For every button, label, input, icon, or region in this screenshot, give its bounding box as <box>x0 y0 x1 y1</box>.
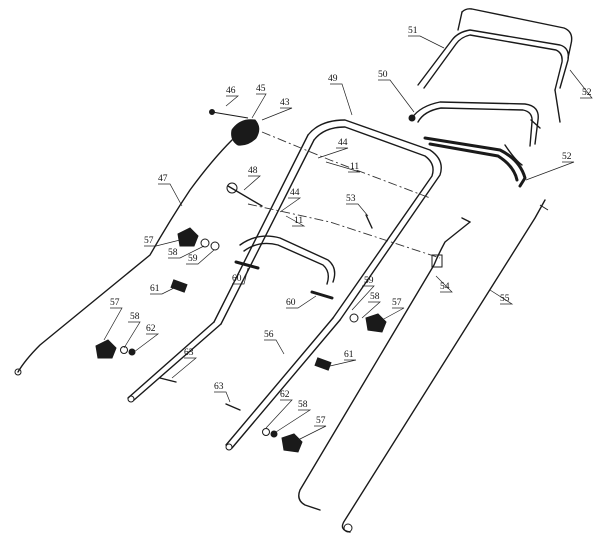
svg-text:53: 53 <box>346 194 356 204</box>
callout-52-upper: 52 <box>569 69 593 99</box>
callout-60-left: 60 <box>232 267 249 285</box>
callout-44-upper: 44 <box>317 138 349 159</box>
callout-61-right: 61 <box>329 350 357 367</box>
svg-text:45: 45 <box>256 84 266 94</box>
callout-59-right: 59 <box>351 276 375 311</box>
callout-50: 50 <box>378 70 415 113</box>
svg-text:55: 55 <box>500 294 510 304</box>
svg-text:54: 54 <box>440 282 450 292</box>
svg-text:61: 61 <box>344 350 354 360</box>
part-63-screw-left <box>159 377 177 383</box>
svg-text:59: 59 <box>188 254 198 264</box>
svg-text:62: 62 <box>146 324 156 334</box>
part-55-cable <box>341 199 549 533</box>
alignment-line-upper <box>261 131 431 199</box>
part-57-knob-right-upper <box>349 313 387 333</box>
part-57-knob-left-upper <box>177 227 220 251</box>
svg-text:58: 58 <box>168 248 178 258</box>
part-61-clip-right <box>314 357 332 371</box>
callout-62-left: 62 <box>133 324 160 353</box>
svg-text:63: 63 <box>214 382 224 392</box>
part-50-bail-bar <box>408 101 539 166</box>
callout-57-right-upper: 57 <box>381 298 405 321</box>
part-54-cable <box>298 217 471 511</box>
callout-46: 46 <box>225 86 239 107</box>
svg-text:49: 49 <box>328 74 338 84</box>
svg-text:58: 58 <box>370 292 380 302</box>
callout-55: 55 <box>489 289 514 305</box>
svg-text:62: 62 <box>280 390 290 400</box>
svg-text:56: 56 <box>264 330 274 340</box>
callout-58-left-upper: 58 <box>168 245 205 259</box>
part-57-knob-right-lower <box>262 428 303 453</box>
callout-58-right-lower: 58 <box>275 400 312 433</box>
callout-61-left: 61 <box>150 284 175 295</box>
svg-text:57: 57 <box>110 298 120 308</box>
callout-51: 51 <box>408 26 445 49</box>
part-47-cable <box>14 139 233 376</box>
callout-49: 49 <box>328 74 353 116</box>
callout-63-right: 63 <box>214 382 231 403</box>
svg-text:63: 63 <box>184 348 194 358</box>
callout-52-lower: 52 <box>525 152 575 181</box>
callout-43: 43 <box>261 98 293 121</box>
callout-57-right-lower: 57 <box>297 416 327 441</box>
part-60-bolt-left <box>234 260 260 270</box>
svg-text:11: 11 <box>350 162 359 172</box>
callout-54: 54 <box>435 275 453 293</box>
svg-text:52: 52 <box>582 88 592 98</box>
callout-57-left-lower: 57 <box>103 298 123 341</box>
svg-text:57: 57 <box>392 298 402 308</box>
svg-text:60: 60 <box>232 274 242 284</box>
svg-text:57: 57 <box>144 236 154 246</box>
svg-text:44: 44 <box>338 138 348 148</box>
part-53-bolt <box>365 214 373 229</box>
svg-text:48: 48 <box>248 166 258 176</box>
part-61-clip-left <box>170 279 188 293</box>
svg-text:57: 57 <box>316 416 326 426</box>
callout-48: 48 <box>243 166 261 191</box>
svg-text:47: 47 <box>158 174 168 184</box>
part-51-top-handle <box>417 8 573 129</box>
svg-text:11: 11 <box>294 216 303 226</box>
svg-text:59: 59 <box>364 276 374 286</box>
alignment-line-middle <box>247 203 441 259</box>
svg-text:44: 44 <box>290 188 300 198</box>
callout-63-left: 63 <box>171 348 197 379</box>
callout-58-right-upper: 58 <box>361 292 381 319</box>
svg-text:61: 61 <box>150 284 160 294</box>
callout-53: 53 <box>346 194 369 217</box>
callout-62-right: 62 <box>265 390 293 429</box>
svg-text:52: 52 <box>562 152 572 162</box>
callout-45: 45 <box>251 84 267 119</box>
svg-text:51: 51 <box>408 26 418 36</box>
callout-60-right: 60 <box>286 295 317 309</box>
callout-58-left-lower: 58 <box>123 312 141 349</box>
callout-59-left: 59 <box>186 249 215 265</box>
callout-47: 47 <box>158 174 183 207</box>
callout-11-upper: 11 <box>325 161 361 173</box>
part-45-throttle-control <box>209 109 260 146</box>
svg-text:46: 46 <box>226 86 236 96</box>
callout-44-lower: 44 <box>279 188 302 213</box>
svg-text:58: 58 <box>130 312 140 322</box>
callout-11-lower: 11 <box>285 215 306 227</box>
part-56-lower-handle <box>127 317 341 451</box>
svg-text:60: 60 <box>286 298 296 308</box>
part-52-bracket-bar <box>423 136 527 188</box>
part-63-screw-right <box>225 403 241 411</box>
part-60-bolt-right <box>310 290 334 300</box>
part-57-knob-left-lower <box>95 339 136 359</box>
part-48-bolt <box>226 182 263 207</box>
callout-56: 56 <box>264 330 285 355</box>
svg-text:50: 50 <box>378 70 388 80</box>
svg-text:58: 58 <box>298 400 308 410</box>
svg-text:43: 43 <box>280 98 290 108</box>
part-49-upper-handle <box>213 119 442 325</box>
callout-57-left-upper: 57 <box>144 236 181 247</box>
